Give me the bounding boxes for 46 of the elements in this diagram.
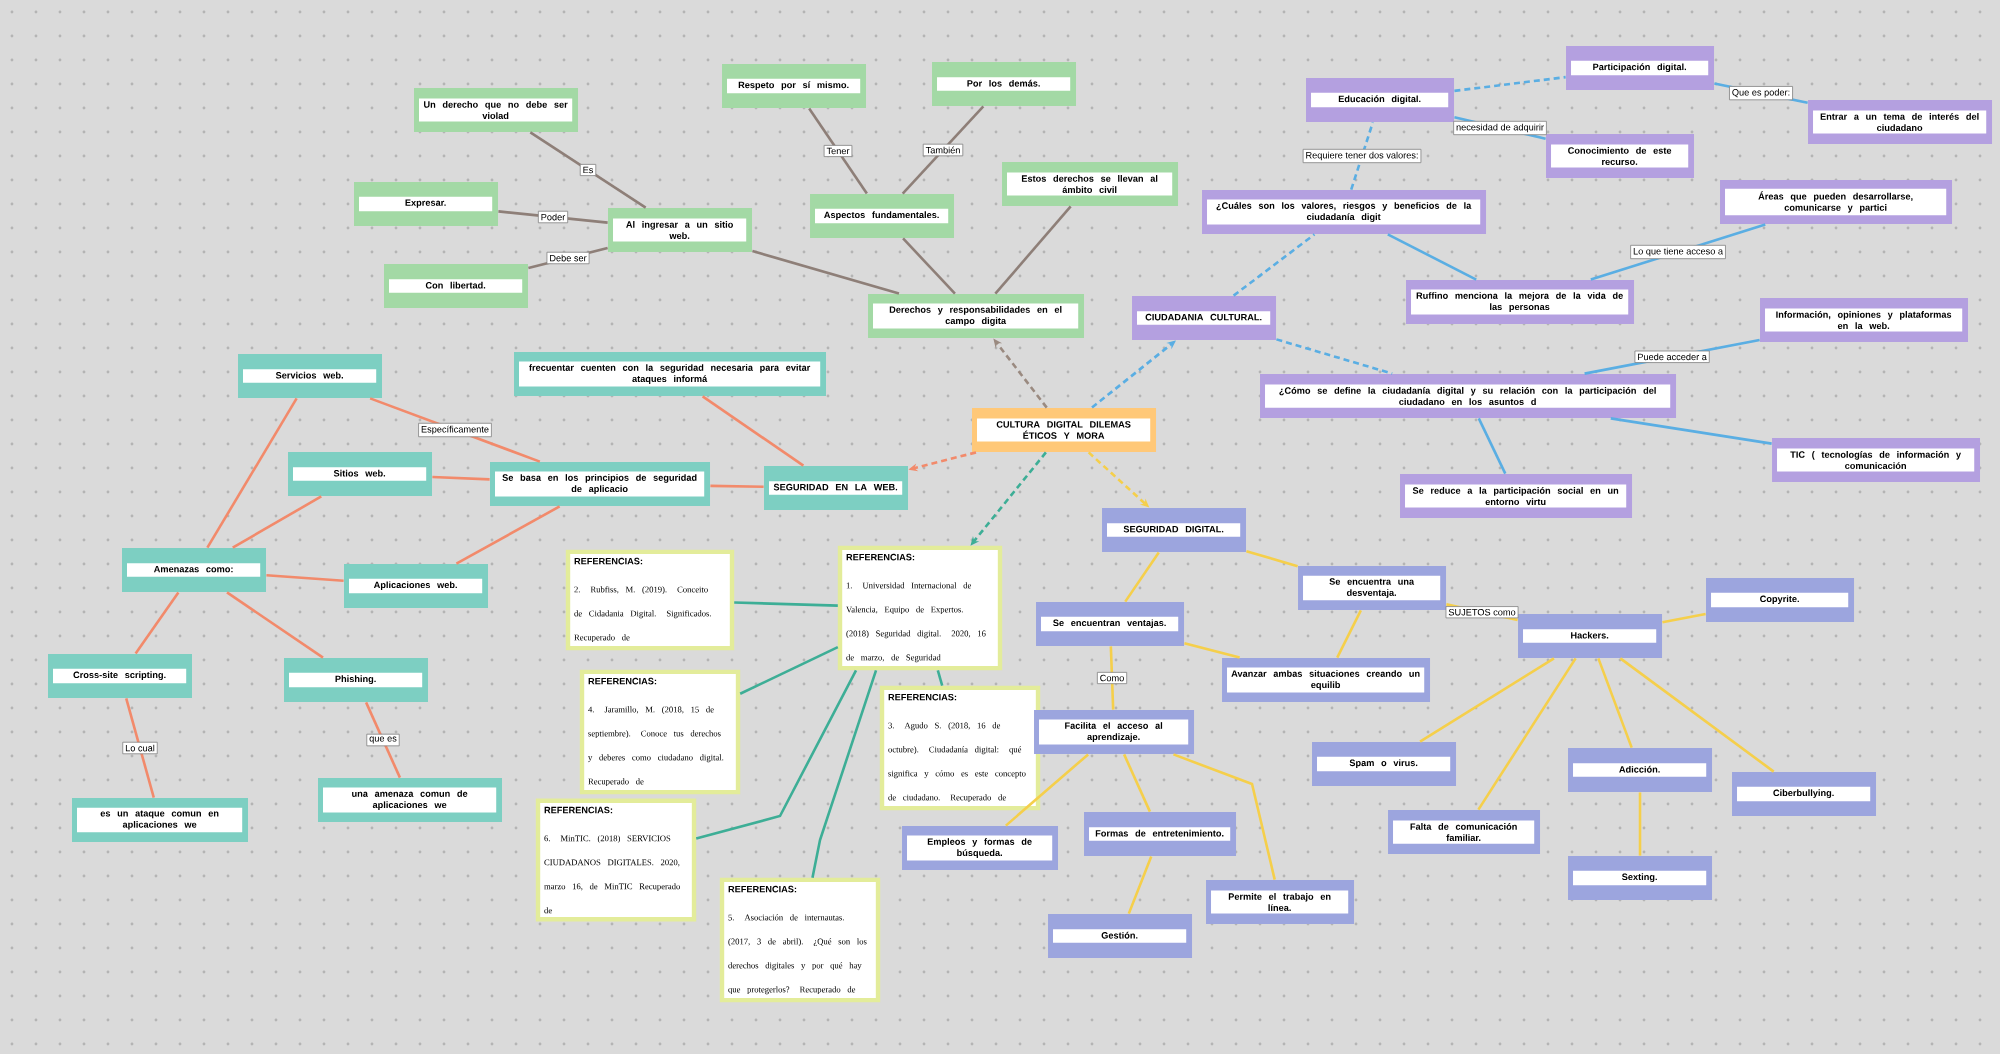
- connector: [1619, 657, 1775, 773]
- connector: [1184, 642, 1240, 659]
- connector: [710, 484, 764, 489]
- connector: [1122, 753, 1152, 813]
- connector: [1336, 609, 1362, 659]
- connector: [1246, 549, 1298, 568]
- connector: [734, 601, 838, 607]
- connector: [695, 669, 858, 840]
- connector: [701, 395, 805, 467]
- connector: [752, 249, 900, 295]
- connector: [432, 475, 490, 481]
- connector: [1477, 657, 1577, 811]
- connector: [1597, 657, 1633, 749]
- connector: [1109, 646, 1115, 710]
- connector: [1173, 753, 1276, 880]
- connector: [226, 591, 324, 659]
- connector: [1662, 612, 1706, 624]
- connector: [902, 237, 956, 295]
- connector: [1638, 792, 1642, 856]
- connector: [124, 698, 156, 798]
- connector: [1124, 551, 1160, 603]
- connector: [134, 591, 180, 655]
- connector: [808, 107, 868, 195]
- connector: [1387, 233, 1477, 281]
- connector: [1276, 338, 1393, 375]
- connector: [1005, 753, 1089, 827]
- connector: [936, 670, 944, 687]
- connector: [1232, 233, 1316, 297]
- connector: [498, 210, 608, 224]
- connector: [811, 669, 878, 878]
- connector: [1091, 340, 1176, 409]
- connector: [901, 105, 985, 195]
- connector: [994, 205, 1072, 295]
- connector: [232, 495, 322, 549]
- connector: [206, 397, 298, 549]
- connector: [455, 505, 561, 565]
- connector: [1610, 417, 1772, 445]
- connector: [1454, 75, 1566, 93]
- connector: [1419, 657, 1555, 743]
- connector: [1127, 855, 1153, 915]
- connector: [364, 701, 402, 779]
- connector: [529, 131, 647, 209]
- connector: [1477, 417, 1507, 475]
- connector: [1350, 122, 1375, 190]
- connector: [739, 646, 839, 695]
- connector: [266, 573, 344, 583]
